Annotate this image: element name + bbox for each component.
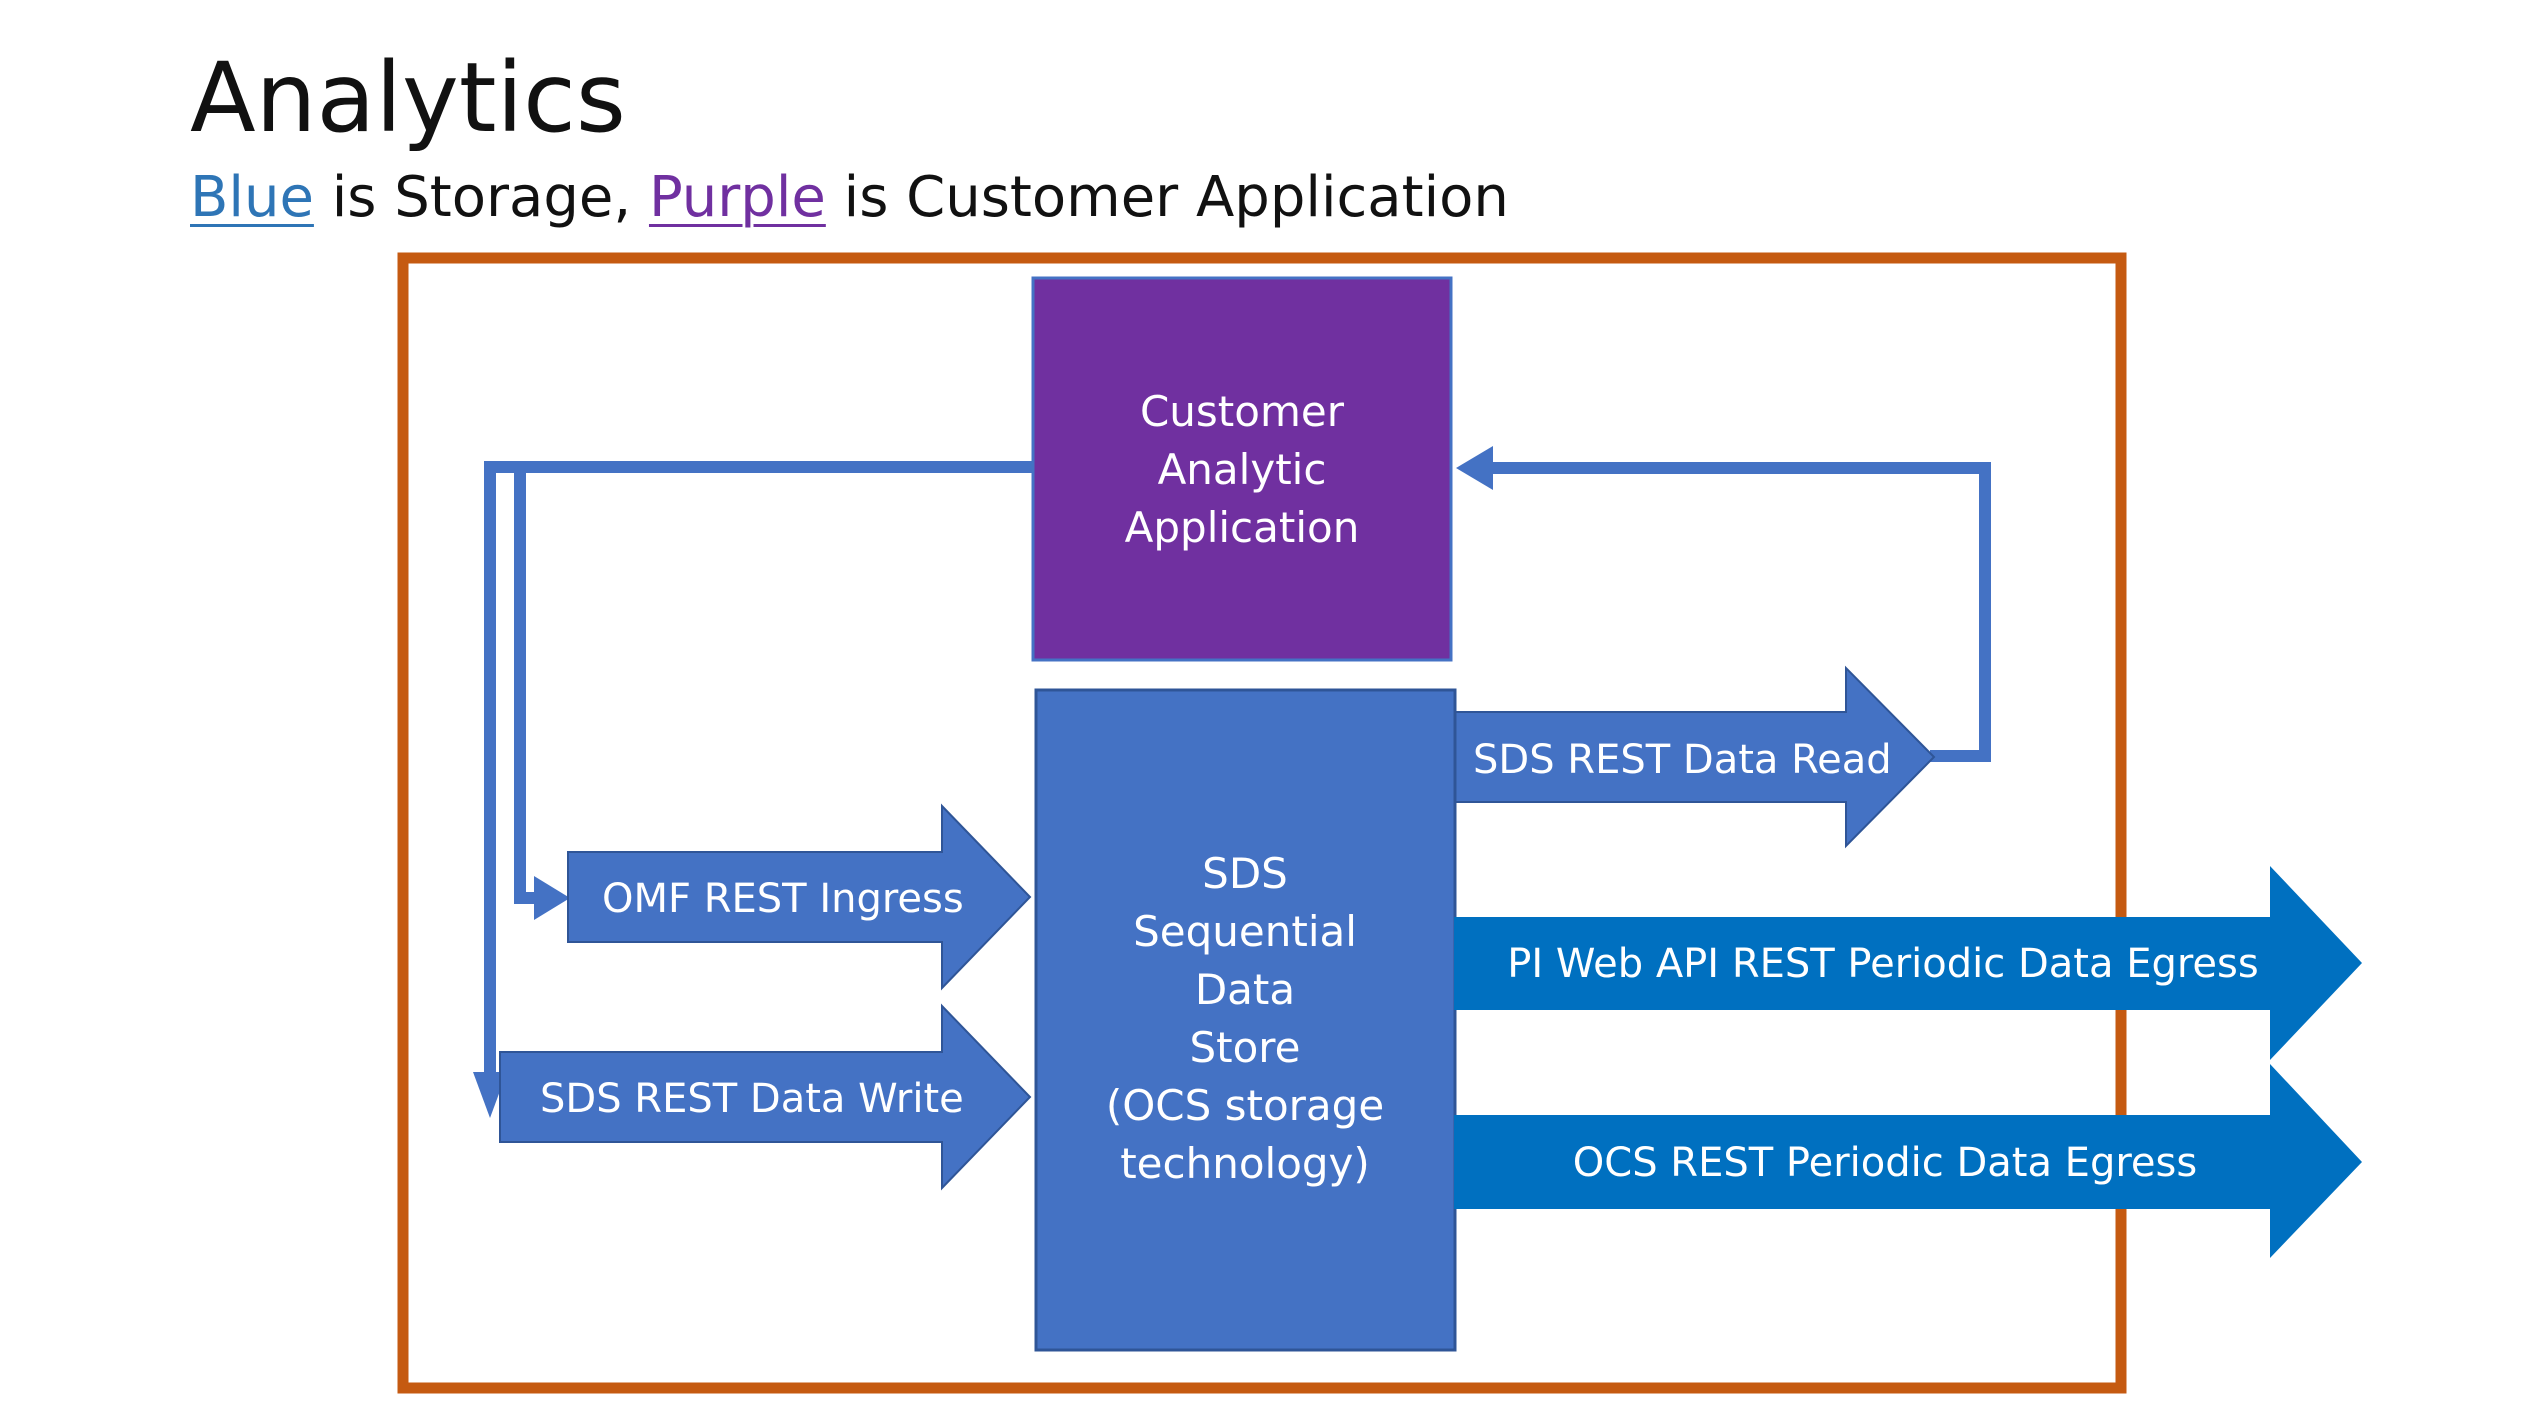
legend-subtitle: Blue is Storage, Purple is Customer Appl…	[190, 170, 1509, 226]
customer-analytic-application[interactable]: Customer Analytic Application	[1031, 276, 1453, 662]
read-to-app-connector	[1485, 462, 1991, 762]
app-to-write-connector	[484, 461, 1033, 1075]
page-title: Analytics	[190, 42, 626, 154]
pi-web-api-egress-label: PI Web API REST Periodic Data Egress	[1507, 941, 2258, 987]
data-store-line-4: Store	[1189, 1023, 1300, 1072]
feedback-connectors	[484, 461, 1991, 1075]
legend-purple-text: is Customer Application	[825, 165, 1509, 230]
sds-rest-data-read-label: SDS REST Data Read	[1473, 737, 1892, 783]
sds-rest-data-write-label: SDS REST Data Write	[540, 1076, 964, 1122]
app-input-arrowhead	[1456, 446, 1493, 490]
sds-rest-data-read-arrow[interactable]: SDS REST Data Read	[1453, 665, 1936, 849]
omf-rest-ingress-label: OMF REST Ingress	[602, 876, 964, 922]
omf-rest-ingress-arrow[interactable]: OMF REST Ingress	[567, 803, 1032, 991]
sds-rest-data-write-arrow[interactable]: SDS REST Data Write	[499, 1003, 1032, 1191]
write-connector-arrowhead	[473, 1072, 507, 1118]
customer-app-line-3: Application	[1125, 503, 1360, 552]
data-store-line-5: (OCS storage	[1106, 1081, 1384, 1130]
sds-sequential-data-store[interactable]: SDS Sequential Data Store (OCS storage t…	[1034, 688, 1457, 1352]
customer-app-line-1: Customer	[1140, 387, 1345, 436]
system-boundary-frame	[397, 252, 2127, 1394]
pi-web-api-egress-arrow[interactable]: PI Web API REST Periodic Data Egress	[1454, 866, 2362, 1060]
legend-purple-link[interactable]: Purple	[648, 165, 826, 230]
legend-blue-link[interactable]: Blue	[190, 165, 314, 230]
customer-app-line-2: Analytic	[1158, 445, 1327, 494]
legend-blue-text: is Storage,	[313, 165, 649, 230]
data-store-line-6: technology)	[1120, 1139, 1370, 1188]
data-store-line-3: Data	[1195, 965, 1295, 1014]
data-store-line-2: Sequential	[1133, 907, 1357, 956]
ocs-rest-egress-arrow[interactable]: OCS REST Periodic Data Egress	[1454, 1064, 2362, 1258]
ingress-connector-arrowhead	[534, 876, 570, 920]
data-store-line-1: SDS	[1202, 849, 1288, 898]
ocs-rest-egress-label: OCS REST Periodic Data Egress	[1573, 1140, 2197, 1186]
